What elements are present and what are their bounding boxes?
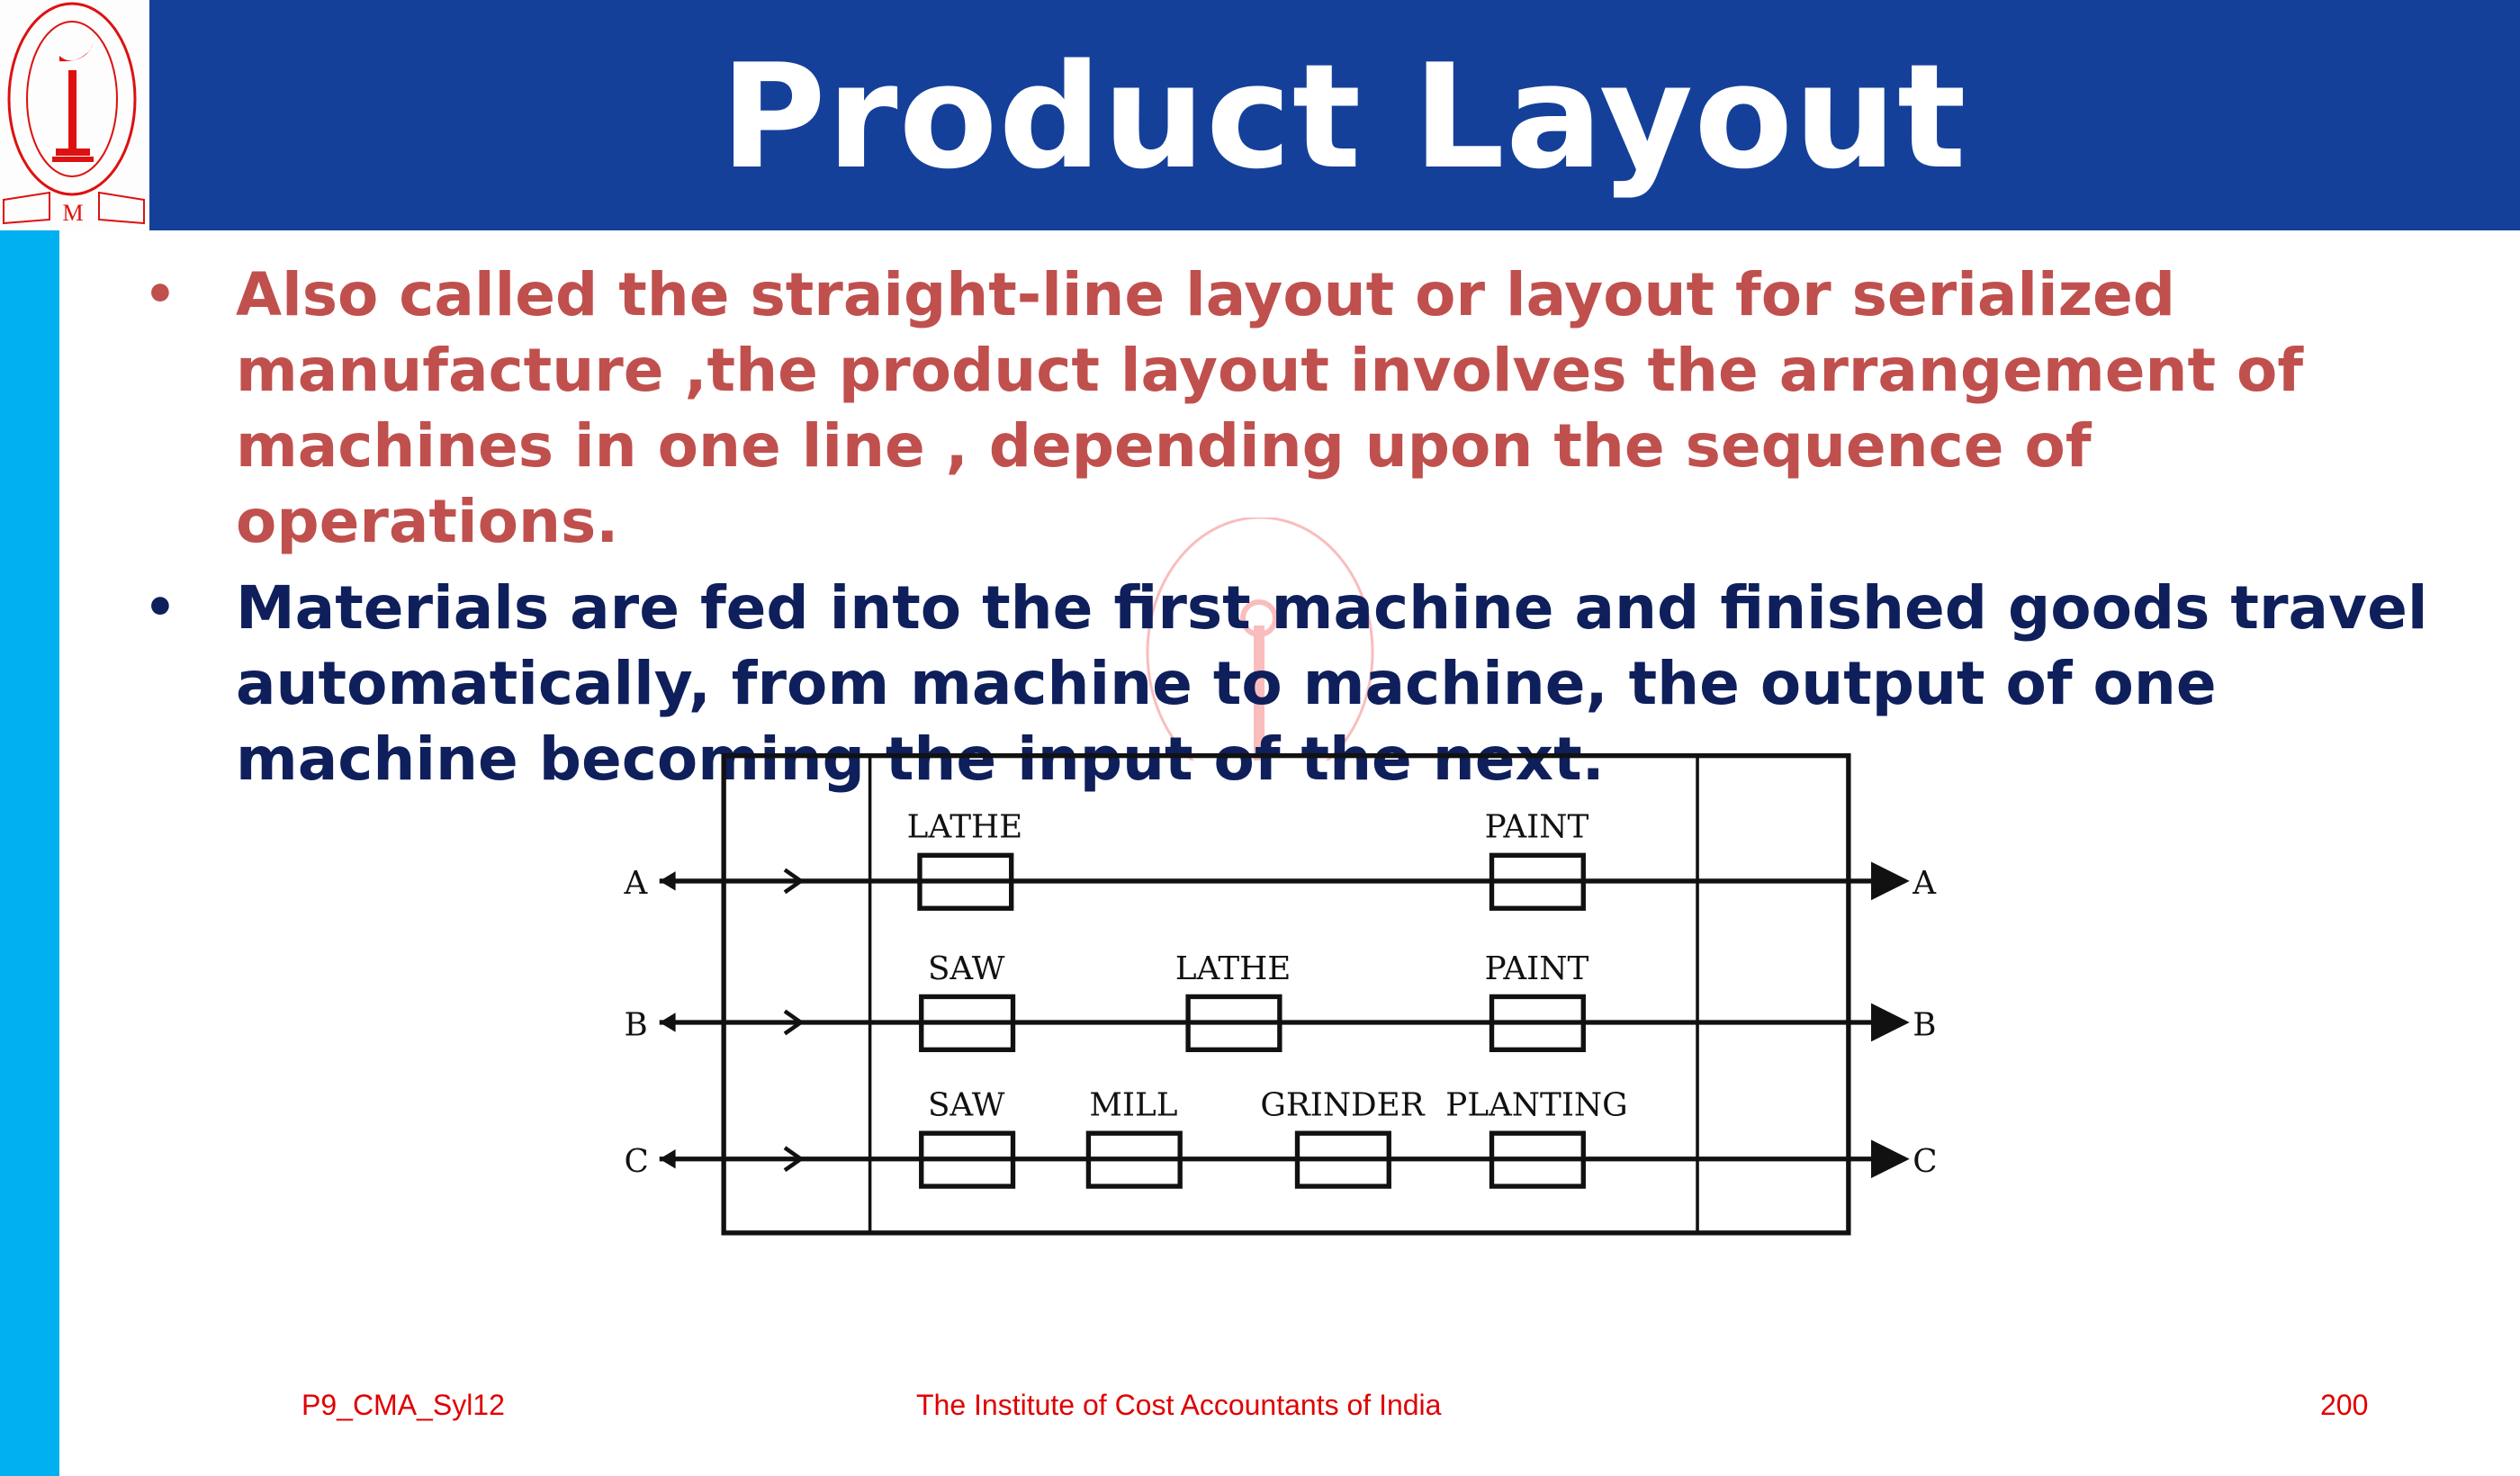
- machine-label: SAW: [928, 950, 1005, 987]
- footer-code: P9_CMA_Syl12: [302, 1389, 505, 1421]
- row-label-left: A: [623, 865, 648, 902]
- plant-boundary: [721, 752, 1851, 1236]
- machine-box: [1489, 1130, 1586, 1189]
- row-label-right: B: [1912, 1006, 1936, 1043]
- sidebar-accent-bar: [0, 230, 59, 1476]
- machine-label: PLANTING: [1445, 1087, 1627, 1124]
- machine-label: GRINDER: [1260, 1087, 1425, 1124]
- footer-institute: The Institute of Cost Accountants of Ind…: [916, 1389, 1442, 1421]
- arrow-right-icon: [783, 868, 805, 895]
- machine-box: [1489, 994, 1586, 1053]
- arrow-left-icon: [659, 1149, 676, 1169]
- bullet-marker: •: [144, 266, 176, 324]
- machine-label: LATHE: [907, 809, 1023, 846]
- machine-label: PAINT: [1485, 809, 1589, 846]
- machine-box: [1185, 994, 1282, 1053]
- bullet-marker: •: [144, 579, 176, 637]
- machine-box: [919, 994, 1016, 1053]
- machine-label: LATHE: [1175, 950, 1292, 987]
- bullet-item: • Also called the straight-line layout or…: [144, 257, 2448, 560]
- slide-title: Product Layout: [720, 32, 1967, 201]
- arrow-left-icon: [659, 871, 676, 891]
- machine-box: [1489, 852, 1586, 911]
- arrow-right-icon: [783, 1009, 805, 1036]
- row-label-left: B: [624, 1006, 647, 1043]
- bullet-text: Materials are fed into the first machine…: [236, 573, 2428, 794]
- institute-logo: M: [0, 0, 149, 230]
- row-label-left: C: [624, 1143, 648, 1180]
- machine-box: [1085, 1130, 1183, 1189]
- row-label-right: C: [1912, 1143, 1937, 1180]
- machine-box: [917, 852, 1014, 911]
- bullet-list: • Also called the straight-line layout or…: [144, 257, 2448, 808]
- bullet-item: • Materials are fed into the first machin…: [144, 571, 2448, 797]
- arrow-right-icon: [783, 1146, 805, 1173]
- machine-label: MILL: [1089, 1087, 1177, 1124]
- svg-text:M: M: [62, 200, 83, 226]
- product-layout-diagram: A A LATHE PAINT B B SAW LATHE PAINT C C SAW MILL GRIN…: [623, 752, 1938, 1236]
- page-number: 200: [2320, 1389, 2369, 1421]
- arrow-left-icon: [659, 1012, 676, 1032]
- header-bar: Product Layout: [149, 0, 2520, 230]
- machine-label: PAINT: [1485, 950, 1589, 987]
- machine-box: [919, 1130, 1016, 1189]
- machine-label: SAW: [928, 1087, 1005, 1124]
- row-label-right: A: [1912, 865, 1937, 902]
- bullet-text: Also called the straight-line layout or …: [236, 260, 2304, 556]
- machine-box: [1294, 1130, 1391, 1189]
